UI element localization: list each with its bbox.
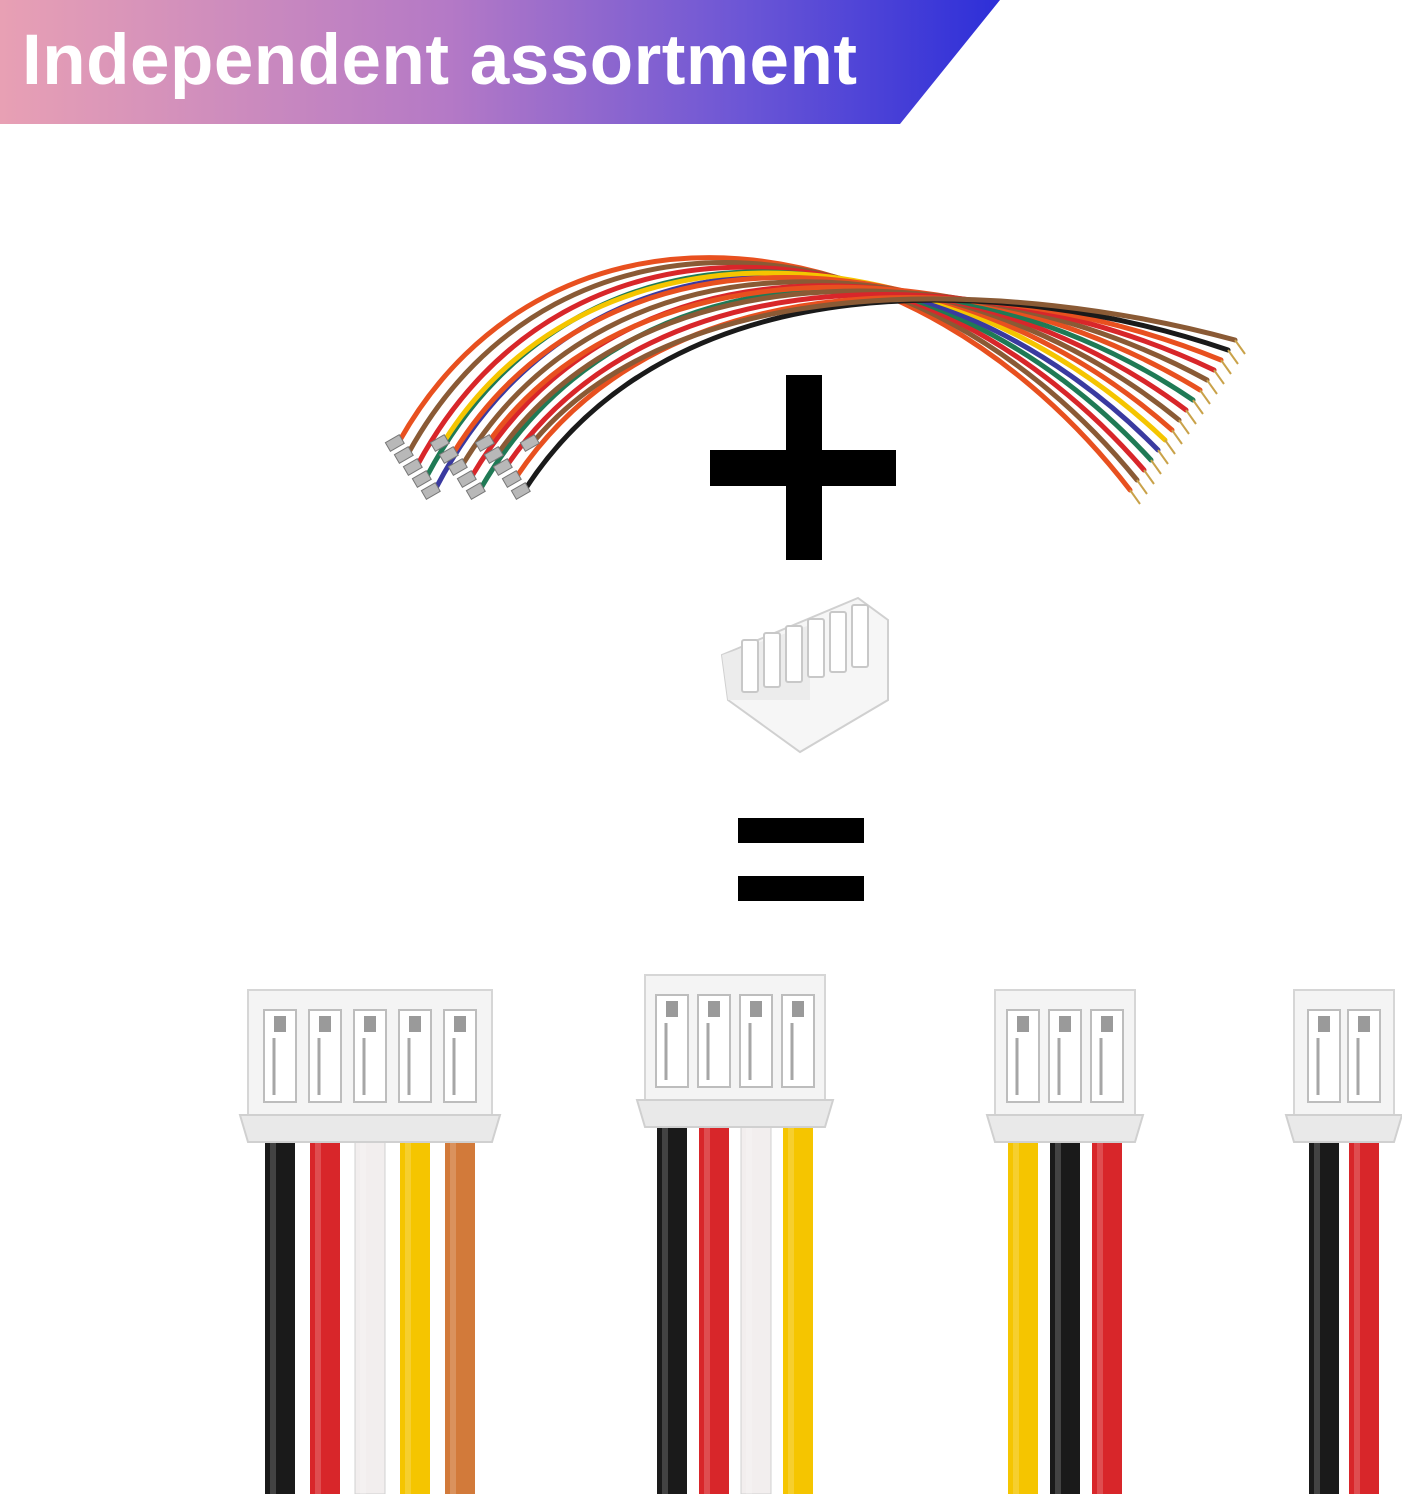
- assembled-connectors: [238, 974, 1402, 1494]
- connector-5-pin: [238, 989, 502, 1494]
- connector-2-pin: [1284, 989, 1402, 1494]
- plus-icon: [710, 375, 896, 560]
- wire-bundle-image: [384, 255, 1246, 505]
- banner-title: Independent assortment: [22, 21, 858, 100]
- title-banner: [0, 0, 1000, 124]
- equals-icon: [738, 818, 864, 901]
- connector-3-pin: [985, 989, 1145, 1494]
- connector-housing-image: [720, 596, 889, 754]
- connector-4-pin: [635, 974, 835, 1494]
